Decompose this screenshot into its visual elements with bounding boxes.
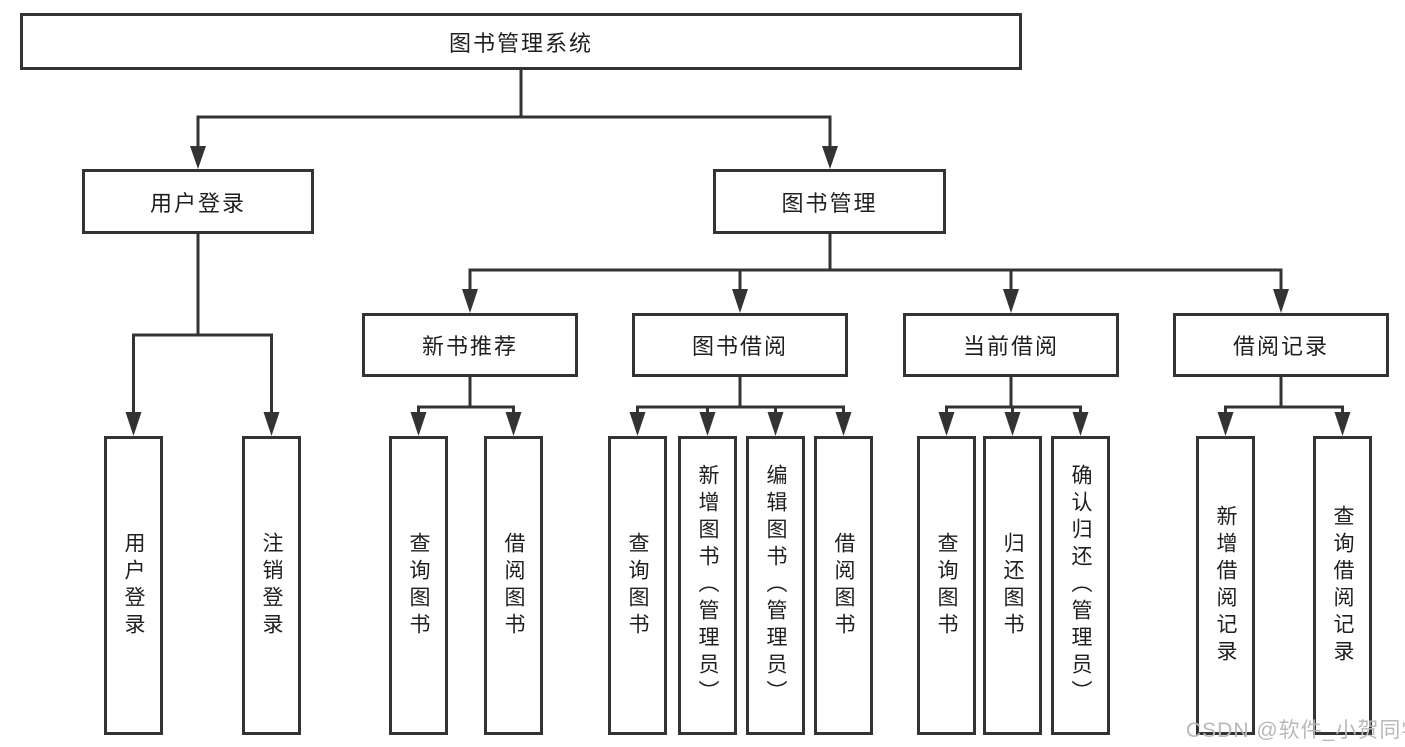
node-leaf-query-borrow-record: 查询借阅记录 [1313,436,1372,735]
connector-level3-to-leaves [410,375,1351,436]
node-new-book-recommend-label: 新书推荐 [421,334,518,359]
node-leaf-borrow-books-recommend-label: 借阅图书 [502,531,525,640]
node-leaf-add-borrow-record-label: 新增借阅记录 [1214,504,1237,667]
node-leaf-logout: 注销登录 [242,436,301,735]
node-leaf-return-book: 归还图书 [983,436,1042,735]
node-book-management: 图书管理 [713,169,946,234]
node-leaf-query-borrow-record-label: 查询借阅记录 [1331,504,1354,667]
node-root: 图书管理系统 [20,13,1022,70]
connector-root-to-level2 [190,68,838,169]
node-book-borrow-label: 图书借阅 [691,334,788,359]
node-user-login: 用户登录 [82,169,314,234]
node-leaf-user-login: 用户登录 [104,436,163,735]
connector-user-login-to-children [125,232,280,436]
node-user-login-label: 用户登录 [149,190,246,216]
node-leaf-query-books-recommend: 查询图书 [389,436,448,735]
node-leaf-borrow-books-borrow: 借阅图书 [814,436,873,735]
connector-book-management-to-level3 [462,232,1289,313]
node-leaf-confirm-return-admin: 确认归还（管理员） [1051,436,1110,735]
node-root-label: 图书管理系统 [448,30,593,56]
node-leaf-borrow-books-borrow-label: 借阅图书 [832,531,855,640]
node-leaf-add-book-admin-label: 新增图书（管理员） [696,464,719,707]
node-book-borrow: 图书借阅 [632,313,848,377]
node-new-book-recommend: 新书推荐 [362,313,578,377]
node-leaf-query-books-borrow-label: 查询图书 [626,531,649,640]
node-leaf-borrow-books-recommend: 借阅图书 [484,436,543,735]
node-leaf-query-books-borrow: 查询图书 [608,436,667,735]
node-leaf-query-books-current: 查询图书 [917,436,976,735]
node-leaf-edit-book-admin-label: 编辑图书（管理员） [764,464,787,707]
node-leaf-add-book-admin: 新增图书（管理员） [678,436,737,735]
node-current-borrow-label: 当前借阅 [962,334,1059,359]
node-leaf-edit-book-admin: 编辑图书（管理员） [746,436,805,735]
node-leaf-logout-label: 注销登录 [260,531,283,640]
node-leaf-query-books-current-label: 查询图书 [935,531,958,640]
node-current-borrow: 当前借阅 [903,313,1119,377]
node-leaf-user-login-label: 用户登录 [122,531,145,640]
node-leaf-return-book-label: 归还图书 [1001,531,1024,640]
node-leaf-query-books-recommend-label: 查询图书 [407,531,430,640]
node-borrow-records: 借阅记录 [1173,313,1389,377]
node-leaf-add-borrow-record: 新增借阅记录 [1196,436,1255,735]
node-leaf-confirm-return-admin-label: 确认归还（管理员） [1069,464,1092,707]
node-borrow-records-label: 借阅记录 [1232,334,1329,359]
node-book-management-label: 图书管理 [781,190,878,216]
watermark: CSDN @软件_小贺同学 [1186,719,1405,742]
